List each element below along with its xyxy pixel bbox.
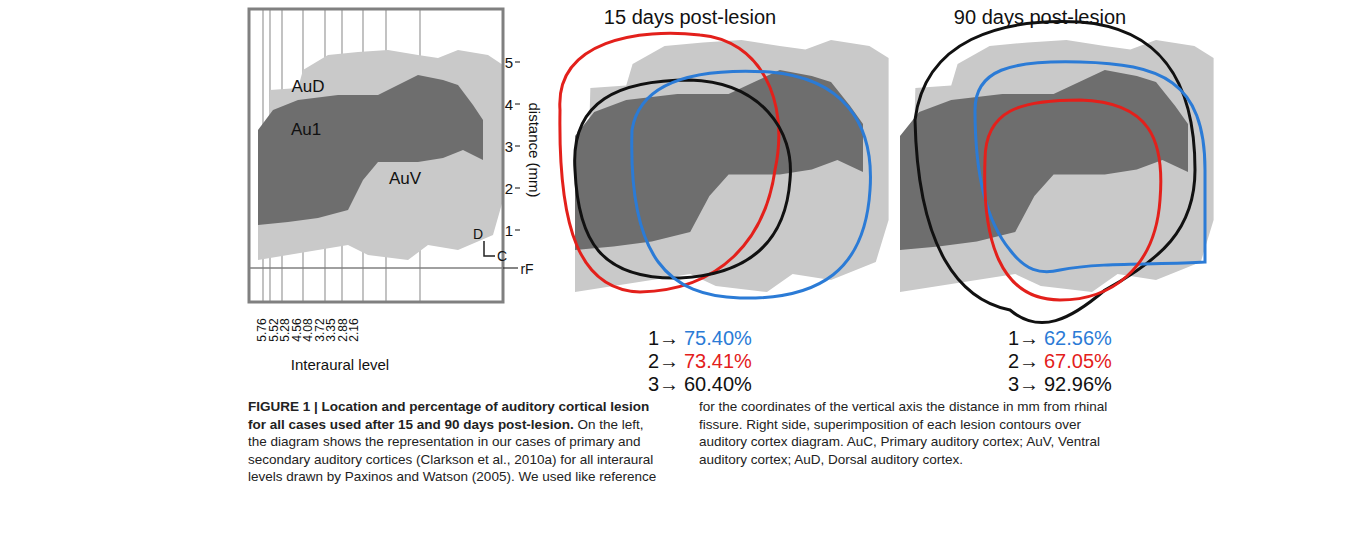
caption-block: FIGURE 1 | Location and percentage of au… [248, 398, 1116, 486]
cortex-regions-15 [575, 40, 889, 292]
interaural-level: 5.76 [256, 318, 268, 341]
case-number: 2→ [1008, 351, 1039, 371]
rhinal-fissure-label: rF [520, 262, 533, 276]
interaural-level: 4.08 [302, 318, 314, 341]
orientation-label: C [497, 249, 507, 263]
case-number: 2→ [648, 351, 679, 371]
axis-title: distance (mm) [527, 102, 542, 197]
interaural-level: 5.28 [279, 318, 291, 341]
lesion-percentage: 75.40% [684, 328, 752, 348]
interaural-level: 3.72 [314, 318, 326, 341]
lesion-percentage: 62.56% [1044, 328, 1112, 348]
interaural-level: 3.35 [325, 318, 337, 341]
interaural-level: 5.52 [268, 318, 280, 341]
axis-tick-label: 2 [505, 181, 513, 196]
axis-tick-label: 1 [505, 223, 513, 238]
case-number: 3→ [1008, 374, 1039, 394]
interaural-level: 2.88 [337, 318, 349, 341]
axis-ticks [503, 62, 520, 268]
region-name: AuD [291, 78, 324, 95]
axis-tick-label: 3 [505, 139, 513, 154]
panel-title: 90 days post-lesion [954, 7, 1126, 27]
interaural-level: 2.16 [348, 318, 360, 341]
case-number: 1→ [1008, 328, 1039, 348]
axis-title: Interaural level [291, 357, 389, 372]
panel-title: 15 days post-lesion [604, 7, 776, 27]
lesion-contours-90 [915, 22, 1205, 323]
cortex-regions-90 [900, 40, 1214, 292]
region-name: Au1 [291, 121, 321, 138]
cortex-regions [258, 50, 503, 260]
lesion-percentage: 73.41% [684, 351, 752, 371]
case-number: 1→ [648, 328, 679, 348]
lesion-percentage: 60.40% [684, 374, 752, 394]
orientation-label: D [473, 227, 483, 241]
rhinal-fissure-line [249, 267, 503, 269]
case-number: 3→ [648, 374, 679, 394]
interaural-level: 4.56 [291, 318, 303, 341]
lesion-contours-15 [560, 33, 871, 298]
panel-frame [249, 9, 503, 302]
lesion-percentage: 67.05% [1044, 351, 1112, 371]
axis-tick-label: 5 [505, 55, 513, 70]
orientation-arrow [484, 241, 495, 256]
region-name: AuV [389, 170, 421, 187]
lesion-percentage: 92.96% [1044, 374, 1112, 394]
axis-tick-label: 4 [505, 97, 513, 112]
